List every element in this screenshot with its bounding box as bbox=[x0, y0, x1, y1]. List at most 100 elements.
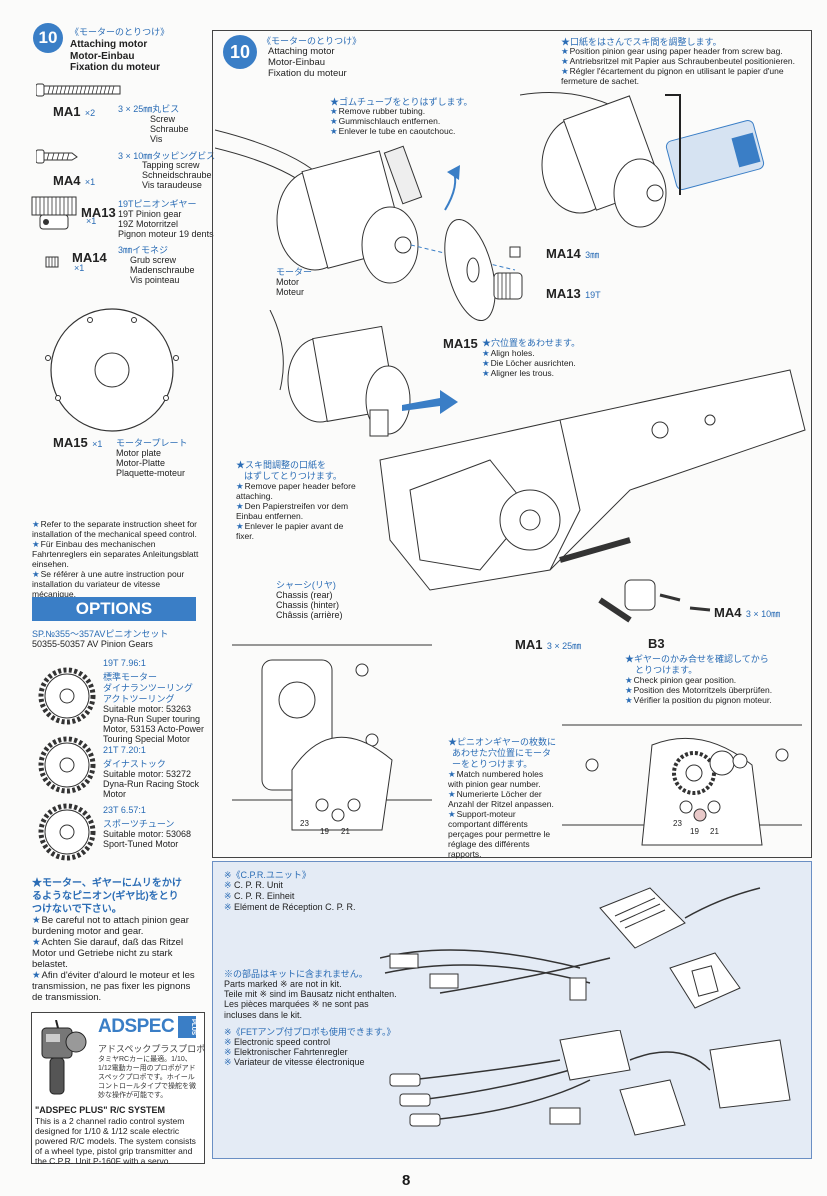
cpr-fr: ※ Elément de Réception C. P. R. bbox=[224, 902, 356, 912]
gear-21t-ratio: 21T 7.20:1 bbox=[103, 745, 146, 755]
callout-ma1: MA1 bbox=[515, 637, 543, 652]
chassis-label-de: Chassis (hinter) bbox=[276, 600, 340, 610]
remove-paper-fr: Enlever le papier avant de fixer. bbox=[236, 521, 356, 541]
match-note-en: Match numbered holes with pinion gear nu… bbox=[448, 769, 558, 789]
fet-fr: ※ Variateur de vitesse électronique bbox=[224, 1057, 365, 1067]
pinion-warning-de: Achten Sie darauf, daß das Ritzel Motor … bbox=[32, 937, 202, 970]
electronics-panel bbox=[212, 861, 812, 1159]
check-note: Check pinion gear position. Position des… bbox=[625, 675, 805, 705]
callout-ma14-size: 3㎜ bbox=[585, 250, 600, 260]
gear-23t-ratio: 23T 6.57:1 bbox=[103, 805, 146, 815]
cpr-en-text: C. P. R. Unit bbox=[234, 880, 283, 890]
rubber-note-fr: Enlever le tube en caoutchouc. bbox=[330, 126, 490, 136]
fet-en-text: Electronic speed control bbox=[234, 1037, 331, 1047]
remove-paper-en: Remove paper header before attaching. bbox=[236, 481, 356, 501]
chassis-plate-view-right bbox=[562, 724, 802, 846]
part-code-ma4: MA4 bbox=[53, 173, 81, 188]
motor-with-paper-drawing bbox=[520, 92, 765, 228]
part-desc-ma14-en: Grub screw bbox=[130, 255, 177, 265]
pinion-warning-jp: ★モーター、ギヤーにムリをかけ るようなピニオン(ギヤ比)をとり つけないで下さ… bbox=[32, 877, 204, 916]
adspec-logo: ADSPEC bbox=[98, 1016, 175, 1037]
rubber-note-en: Remove rubber tubing. bbox=[330, 106, 490, 116]
rubber-note-de: Gummischlauch entfernen. bbox=[330, 116, 490, 126]
step-title-de: Motor-Einbau bbox=[70, 51, 135, 62]
part-qty-ma4: ×1 bbox=[84, 177, 96, 187]
options-sp-jp: SP.№355〜357AVピニオンセット bbox=[32, 629, 169, 639]
hole-23-left: 23 bbox=[300, 819, 309, 828]
screw-ma1-drawing bbox=[36, 83, 121, 97]
callout-ma1-size: 3 × 25㎜ bbox=[546, 641, 582, 651]
callout-ma14: MA14 bbox=[546, 246, 581, 261]
speed-control-note: Refer to the separate instruction sheet … bbox=[32, 519, 202, 599]
notkit-en: Parts marked ※ are not in kit. bbox=[224, 979, 342, 989]
paper-note-en: Position pinion gear using paper header … bbox=[561, 46, 801, 56]
notkit-title-jp: ※の部品はキットに含まれません。 bbox=[224, 969, 368, 979]
fet-fr-text: Variateur de vitesse électronique bbox=[234, 1057, 365, 1067]
grub-screw-ma14-drawing bbox=[45, 256, 59, 268]
cpr-en: ※ C. P. R. Unit bbox=[224, 880, 283, 890]
gear-21t-d3: Motor bbox=[103, 789, 127, 799]
check-note-jp2: とりつけます。 bbox=[635, 665, 698, 675]
pinion-19t-icon bbox=[38, 667, 96, 725]
hole-23-right: 23 bbox=[673, 819, 682, 828]
remove-paper-jp2: はずしてとりつけます。 bbox=[244, 471, 342, 481]
paper-note-jp: ★口紙をはさんでスキ間を調整します。 bbox=[561, 37, 722, 47]
remove-paper-jp1: ★スキ間調整の口紙を bbox=[236, 460, 327, 470]
hole-19-left: 19 bbox=[320, 827, 329, 836]
notkit-fr: Les pièces marquées ※ ne sont pas inclus… bbox=[224, 999, 369, 1020]
part-desc-ma14-fr: Vis pointeau bbox=[130, 275, 180, 285]
main-step-title-en: Attaching motor bbox=[268, 46, 335, 57]
notkit-de: Teile mit ※ sind im Bausatz nicht enthal… bbox=[224, 989, 397, 999]
gear-23t-jp1: スポーツチューン bbox=[103, 819, 175, 829]
part-jp-ma13: 19Tピニオンギヤー bbox=[118, 199, 197, 209]
pinion-23t-icon bbox=[38, 803, 96, 861]
options-sp-en: 50355-50357 AV Pinion Gears bbox=[32, 639, 153, 649]
gear-19t-jp1: 標準モーター bbox=[103, 672, 158, 682]
part-jp-ma14: 3㎜イモネジ bbox=[118, 245, 169, 255]
callout-ma4-size: 3 × 10㎜ bbox=[745, 609, 781, 619]
gear-23t-d1: Suitable motor: 53068 bbox=[103, 829, 192, 839]
match-note: Match numbered holes with pinion gear nu… bbox=[448, 769, 558, 859]
cpr-title-jp: ※《C.P.R.ユニット》 bbox=[224, 870, 311, 880]
align-note-jp: ★穴位置をあわせます。 bbox=[482, 338, 581, 348]
hole-19-right: 19 bbox=[690, 827, 699, 836]
pinion-warning-jp2: るようなピニオン(ギヤ比)をとり bbox=[32, 891, 179, 902]
pinion-warning-fr: Afin d'éviter d'alourd le moteur et les … bbox=[32, 970, 202, 1003]
check-note-fr: Vérifier la position du pignon moteur. bbox=[625, 695, 805, 705]
step-title-jp: 《モーターのとりつけ》 bbox=[70, 27, 170, 37]
step-number-badge: 10 bbox=[33, 23, 63, 53]
align-note-de: Die Löcher ausrichten. bbox=[482, 358, 622, 368]
motor-exploded-drawing bbox=[215, 129, 516, 322]
pinion-warning: Be careful not to attach pinion gear bur… bbox=[32, 915, 202, 1003]
callout-ma13: MA13 bbox=[546, 286, 581, 301]
align-note-fr: Aligner les trous. bbox=[482, 368, 622, 378]
part-code-ma15: MA15 bbox=[53, 435, 88, 450]
part-jp-ma4: 3 × 10㎜タッピングビス bbox=[118, 151, 216, 161]
check-note-en: Check pinion gear position. bbox=[625, 675, 805, 685]
adspec-title: "ADSPEC PLUS" R/C SYSTEM bbox=[35, 1105, 166, 1115]
part-desc-ma14-de: Madenschraube bbox=[130, 265, 195, 275]
main-step-number-badge: 10 bbox=[223, 35, 257, 69]
part-jp-ma15: モータープレート bbox=[116, 438, 188, 448]
rubber-note-jp: ★ゴムチューブをとりはずします。 bbox=[330, 97, 473, 107]
page-number: 8 bbox=[402, 1172, 411, 1189]
part-qty-ma13: ×1 bbox=[86, 216, 97, 226]
fet-de: ※ Elektronischer Fahrtenregler bbox=[224, 1047, 348, 1057]
motor-label-en: Motor bbox=[276, 277, 300, 287]
chassis-label-en: Chassis (rear) bbox=[276, 590, 333, 600]
adspec-jp: タミヤRCカーに最適。1/10、1/12電動カー用のプロポがアドスペックプロポで… bbox=[98, 1056, 196, 1099]
part-desc-ma1-fr: Vis bbox=[150, 134, 163, 144]
part-qty-ma15: ×1 bbox=[92, 439, 103, 449]
step-title-fr: Fixation du moteur bbox=[70, 62, 160, 73]
remove-paper-de: Den Papierstreifen vor dem Einbau entfer… bbox=[236, 501, 356, 521]
pinion-warning-en: Be careful not to attach pinion gear bur… bbox=[32, 915, 202, 937]
fet-title-jp: ※《FETアンプ付プロポも使用できます。》 bbox=[224, 1027, 396, 1037]
match-note-jp1: ★ピニオンギヤーの枚数に bbox=[448, 737, 557, 747]
adspec-body: This is a 2 channel radio control system… bbox=[35, 1116, 196, 1166]
pinion-21t-icon bbox=[38, 736, 96, 794]
part-qty-ma14: ×1 bbox=[74, 263, 85, 273]
check-note-jp1: ★ギヤーのかみ合せを確認してから bbox=[625, 654, 769, 664]
transmitter-image bbox=[41, 1020, 87, 1095]
speed-control-note-fr: Se référer à une autre instruction pour … bbox=[32, 569, 202, 599]
match-note-jp3: ーをとりつけます。 bbox=[452, 759, 533, 769]
